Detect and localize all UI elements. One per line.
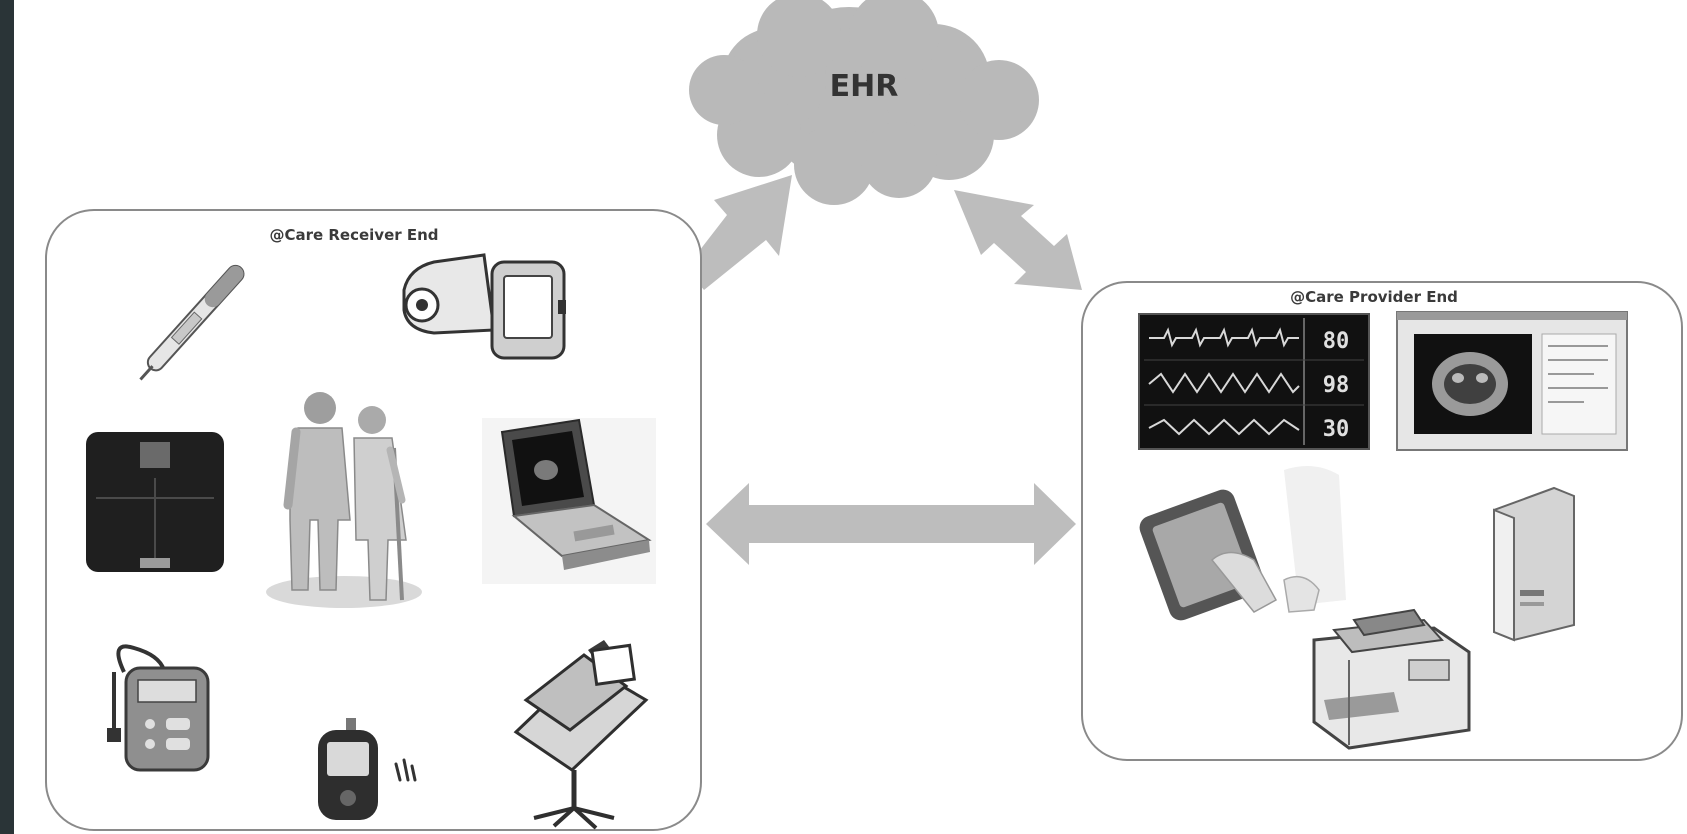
arrow-ehr-provider-bidirectional [954,190,1082,290]
care-receiver-title: @Care Receiver End [269,226,438,244]
ehr-label: EHR [830,69,899,104]
ct-viewer-icon [1396,311,1628,451]
monitor-readout-3: 30 [1323,417,1350,442]
arrow-receiver-to-ehr [686,175,792,290]
portable-ultrasound-icon [482,418,656,584]
thermometer-icon [139,264,245,381]
vital-signs-monitor-icon: 80 98 30 [1138,313,1370,450]
monitor-readout-1: 80 [1323,329,1350,354]
glucose-meter-icon [318,718,417,820]
ecg-recorder-icon [107,644,210,772]
arrow-receiver-provider-bidirectional [706,483,1076,565]
care-provider-panel: @Care Provider End 80 98 30 [1081,281,1683,761]
diagram-canvas: EHR @Care Receiver End [14,0,1687,834]
ehr-architecture-diagram: EHR @Care Receiver End [45,0,1683,831]
ehr-cloud[interactable]: EHR [689,0,1039,205]
elderly-couple-icon [266,392,422,608]
monitor-readout-2: 98 [1323,373,1350,398]
weighing-scale-icon [86,432,224,572]
server-tower-icon [1493,486,1575,642]
care-receiver-panel: @Care Receiver End [45,209,702,831]
tablet-touch-icon [1139,466,1346,621]
care-provider-title: @Care Provider End [1290,288,1458,306]
fax-printer-icon [1312,608,1471,750]
mobile-ecg-cart-icon [513,640,649,830]
blood-pressure-monitor-icon [402,253,566,360]
